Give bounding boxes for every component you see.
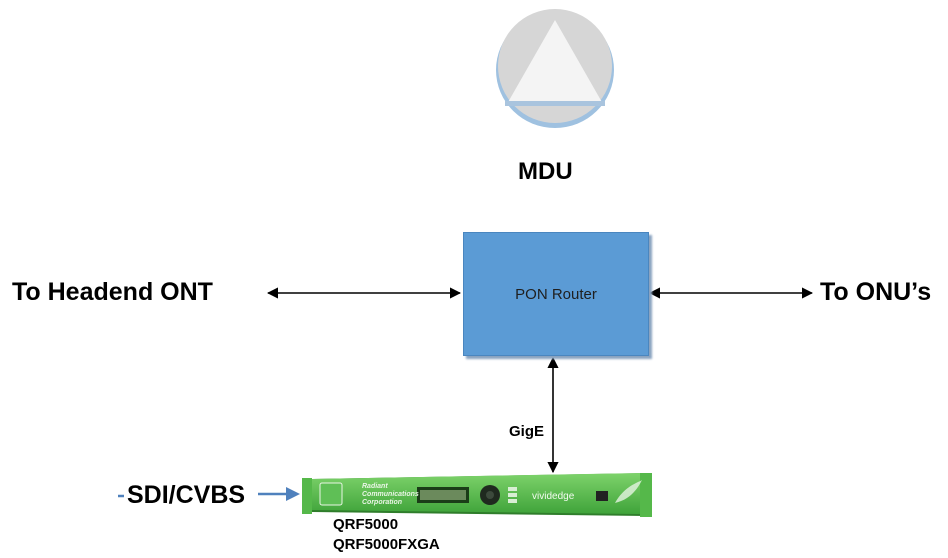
model-label-qrf5000fxga: QRF5000FXGA [333,536,440,553]
sdi-input-arrow [118,487,300,501]
device-product-brand: vividedge [532,491,575,502]
sdi-cvbs-label: SDI/CVBS [127,481,246,509]
gige-label: GigE [509,423,545,440]
pon-router-label: PON Router [515,285,597,303]
mdu-icon [496,9,614,128]
mdu-label: MDU [518,158,573,185]
model-label-qrf5000: QRF5000 [333,516,399,533]
device-brand-line1: Radiant [362,483,388,490]
device-brand-line3: Corporation [362,499,403,506]
pon-router-box: PON Router [463,232,649,356]
onus-label: To ONU’s [820,278,932,306]
device-brand-line2: Communications [362,491,419,498]
qrf5000-device [302,473,652,517]
headend-ont-label: To Headend ONT [12,278,213,306]
